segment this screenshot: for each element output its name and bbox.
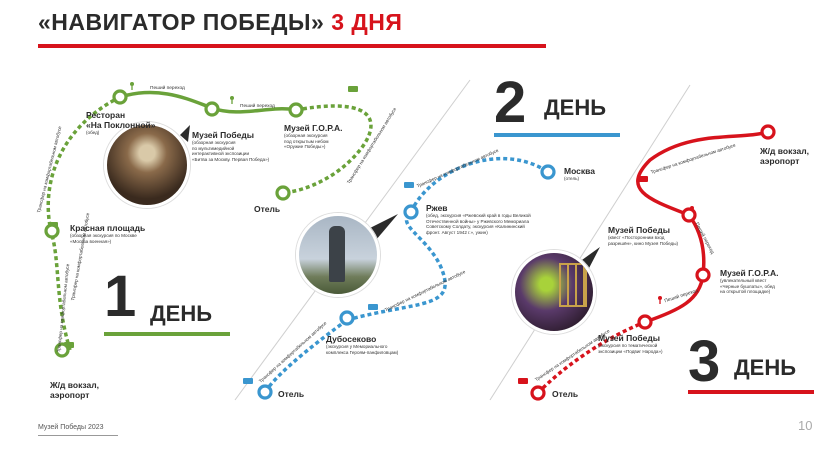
photo-museum-hall [104, 122, 190, 208]
d2-dubosekovo: Дубосеково (экскурсия у Мемориального ко… [326, 334, 398, 355]
stop-d2-dubosekovo [339, 310, 355, 326]
d1-walk-1: Пеший переход [150, 86, 185, 91]
walk-marker-2 [230, 96, 234, 104]
d2-dubosekovo-desc: (экскурсия у Мемориального комплекса Гер… [326, 344, 399, 355]
d2-rzhev: Ржев (обед, экскурсия «Ржевский край в г… [426, 203, 531, 235]
d3-museum1: Музей Победы (квест «Посторонним вход ра… [608, 225, 678, 246]
title-main: «НАВИГАТОР ПОБЕДЫ» [38, 9, 325, 35]
day1-route-c [282, 104, 373, 195]
pointer-day1 [180, 125, 190, 142]
d3-gora2-desc: (увлекательный квест «Черные бушлаты», о… [720, 278, 775, 295]
d2-moscow-desc: (отель) [564, 176, 580, 181]
d3-hotel-name: Отель [552, 389, 579, 399]
d3-rail-name: Ж/д вокзал, аэропорт [760, 146, 809, 166]
d1-rail-name: Ж/д вокзал, аэропорт [50, 380, 99, 400]
stop-d2-hotel [257, 384, 273, 400]
d3-gora2-name: Музей Г.О.Р.А. [720, 268, 779, 278]
page-title: «НАВИГАТОР ПОБЕДЫ» 3 ДНЯ [38, 9, 402, 36]
day3-route-a [536, 320, 646, 395]
d2-moscow-name: Москва [564, 166, 595, 176]
d2-day-bar [494, 133, 620, 137]
d3-gora2: Музей Г.О.Р.А. (увлекательный квест «Чер… [720, 268, 778, 295]
walk-marker-3 [658, 296, 662, 304]
bus-marker-d2-1 [243, 378, 253, 384]
stop-d1-museum [204, 101, 220, 117]
d1-hotel-name: Отель [254, 204, 281, 214]
d1-square-desc: (обзорная экскурсия по Москве «Москва во… [70, 233, 137, 244]
d1-day-word: ДЕНЬ [150, 301, 213, 326]
day2-route-a [263, 318, 349, 393]
title-duration: 3 ДНЯ [331, 9, 403, 35]
d1-walk-2: Пеший переход [240, 104, 275, 109]
stop-d1-hotel [275, 185, 291, 201]
bus-marker-d1-3 [348, 86, 358, 92]
stop-d1-square [44, 223, 60, 239]
d1-restaurant-desc: (обед) [86, 130, 100, 135]
day2-route-b [346, 210, 447, 322]
walk-marker-1 [130, 82, 134, 90]
stop-d1-restaurant [112, 89, 128, 105]
bus-marker-d3-1 [518, 378, 528, 384]
d2-rzhev-desc: (обед, экскурсия «Ржевский край в годы В… [426, 213, 531, 235]
d1-gora-desc: (обзорная экскурсия под открытым небом «… [284, 133, 329, 150]
bus-marker-d2-3 [404, 182, 414, 188]
d2-day-number: 2 [494, 70, 527, 135]
d3-day-number: 3 [688, 329, 721, 394]
bus-marker-d2-2 [368, 304, 378, 310]
d1-restaurant: Ресторан «На Поклонной» (обед) [86, 110, 156, 136]
d2-hotel-name: Отель [278, 389, 305, 399]
d3-museum2-name: Музей Победы [598, 333, 661, 343]
pointer-day2 [370, 214, 398, 240]
d1-square-name: Красная площадь [70, 223, 146, 233]
bus-marker-d3-2 [638, 176, 648, 182]
stop-d3-museum2 [637, 314, 653, 330]
stop-d3-museum1 [681, 207, 697, 223]
photo-rzhev-memorial [296, 213, 380, 297]
d3-day-word: ДЕНЬ [734, 355, 797, 380]
title-underline [38, 44, 546, 48]
d1-day-bar [104, 332, 230, 336]
d1-day-number: 1 [104, 264, 137, 329]
d3-day-bar [688, 390, 814, 394]
page-number: 10 [798, 418, 813, 433]
d1-museum-name: Музей Победы [192, 130, 255, 140]
stop-d3-gora2 [695, 267, 711, 283]
stop-d1-rail [54, 342, 70, 358]
footer-underline [38, 435, 118, 436]
divider-2 [489, 84, 691, 401]
d3-museum1-desc: (квест «Посторонним вход разрешён», кино… [608, 235, 679, 246]
d1-gora: Музей Г.О.Р.А. (обзорная экскурсия под о… [284, 123, 342, 150]
stop-d3-hotel [530, 385, 546, 401]
d1-square: Красная площадь (обзорная экскурсия по М… [70, 223, 145, 244]
d2-moscow: Москва (отель) [564, 166, 595, 182]
d3-museum2: Музей Победы (экскурсия по тематической … [598, 333, 663, 354]
d3-museum2-desc: (экскурсия по тематической экспозиции «П… [598, 343, 663, 354]
d2-day-word: ДЕНЬ [544, 95, 607, 120]
d2-dubosekovo-name: Дубосеково [326, 334, 377, 344]
day3-route-b [636, 130, 769, 324]
d3-museum1-name: Музей Победы [608, 225, 671, 235]
stop-d1-gora [288, 102, 304, 118]
d1-gora-name: Музей Г.О.Р.А. [284, 123, 343, 133]
photo-quest-room [512, 250, 596, 334]
stop-d2-moscow [540, 164, 556, 180]
d1-museum: Музей Победы (обзорная экскурсия по муль… [192, 130, 269, 162]
window-grid-icon [559, 263, 587, 307]
monument-silhouette-icon [329, 226, 345, 282]
stop-d2-rzhev [403, 204, 419, 220]
day2-route-c [409, 156, 549, 213]
d1-restaurant-name: Ресторан «На Поклонной» [86, 110, 156, 130]
stop-d3-rail [760, 124, 776, 140]
footer-text: Музей Победы 2023 [38, 424, 104, 431]
d2-rzhev-name: Ржев [426, 203, 448, 213]
d1-museum-desc: (обзорная экскурсия по мультимедийной ин… [192, 140, 270, 162]
